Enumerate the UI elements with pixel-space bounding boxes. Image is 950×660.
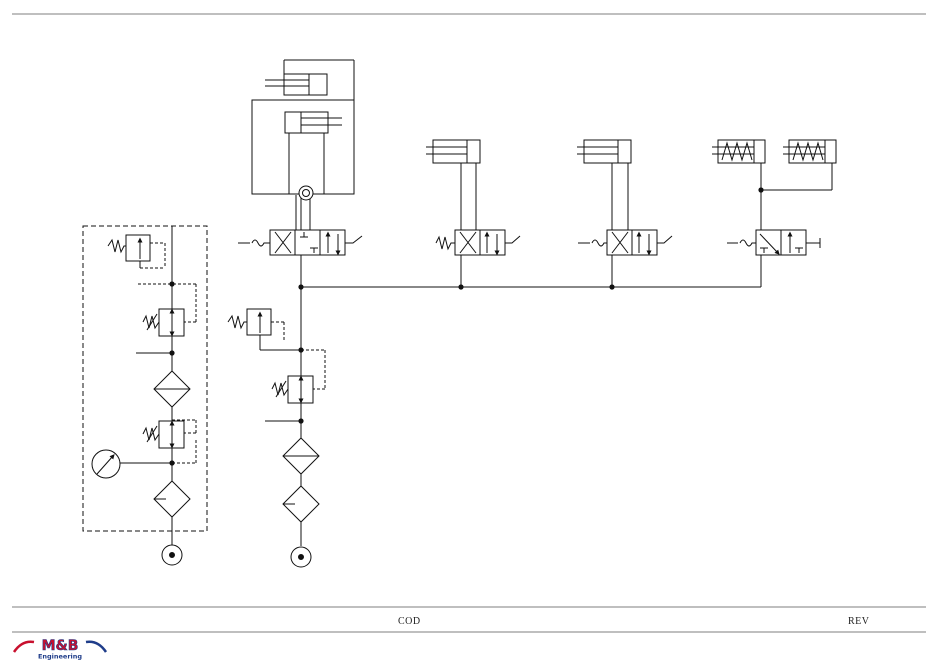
cylinder-2: [426, 140, 480, 163]
pressure-regulator-left-1: [138, 284, 196, 336]
filter-left: [154, 481, 190, 517]
rev-label: REV: [848, 616, 870, 627]
directional-valve-4: [727, 163, 820, 255]
air-source-left: [162, 545, 182, 565]
cylinder-stack-1: [252, 60, 354, 200]
pressure-regulator-left-2: [143, 420, 196, 463]
relief-valve-left: [108, 235, 165, 268]
svg-text:Engineering: Engineering: [38, 653, 82, 660]
single-acting-cylinders: [712, 140, 836, 190]
air-service-unit-left: [83, 226, 207, 565]
directional-valve-3: [578, 163, 672, 255]
company-logo: M&B Engineering: [12, 636, 108, 660]
filter-main: [283, 486, 319, 522]
directional-valve-1: [238, 195, 362, 255]
lubricator-main: [283, 438, 319, 474]
pressure-regulator-main: [272, 350, 325, 403]
main-supply-unit: [228, 255, 325, 567]
air-source-main: [291, 547, 311, 567]
pressure-gauge-left: [92, 450, 172, 478]
cylinder-3: [577, 140, 631, 163]
relief-valve-main: [228, 309, 301, 350]
directional-valve-2: [436, 163, 520, 255]
lubricator-left: [154, 371, 190, 407]
title-frame: [12, 14, 926, 632]
cod-label: COD: [398, 616, 421, 627]
